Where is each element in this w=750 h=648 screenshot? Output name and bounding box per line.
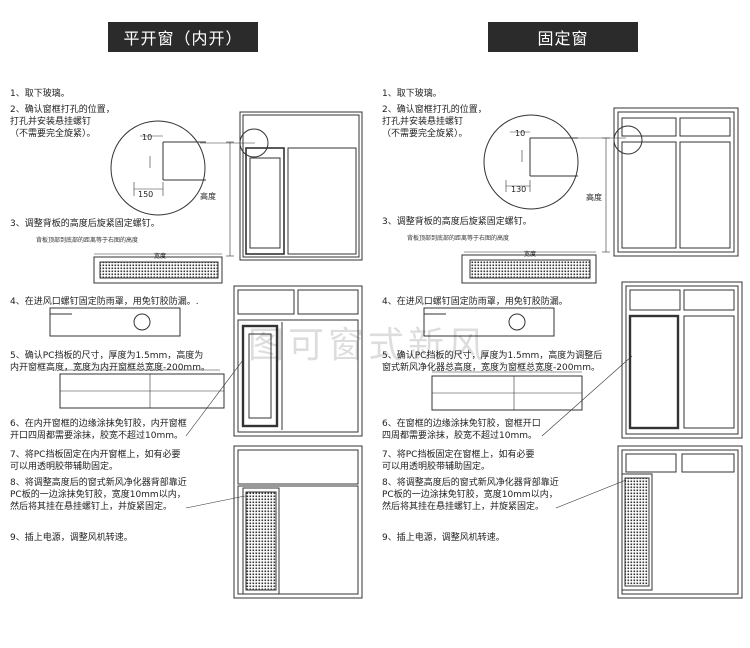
left-step-9: 9、插上电源，调整风机转速。 bbox=[10, 533, 133, 543]
right-purifier bbox=[621, 473, 653, 591]
right-backplate bbox=[461, 254, 597, 284]
right-step-5: 5、确认PC挡板的尺寸，厚度为1.5mm，高度为调整后 窗式新风净化器总高度，宽… bbox=[382, 351, 603, 373]
right-backplate-note: 背板顶部到底部的距离等于右图的高度 bbox=[407, 235, 510, 242]
left-dim-side: 150 bbox=[138, 190, 153, 199]
right-step-7: 7、将PC挡板固定在窗框上，如有必要 可以用透明胶带辅助固定。 bbox=[382, 450, 535, 472]
left-step-8: 8、将调整高度后的窗式新风净化器背部靠近 PC板的一边涂抹免钉胶，宽度10mm以… bbox=[10, 478, 187, 512]
left-backplate-note: 背板顶部到底部的距离等于右图的高度 bbox=[36, 237, 139, 244]
header-casement-window: 平开窗（内开） bbox=[108, 22, 258, 52]
watermark: 图可窗式新风 bbox=[248, 325, 489, 366]
left-window-frame-3 bbox=[233, 445, 363, 599]
right-dim-side: 130 bbox=[511, 185, 526, 194]
right-step-9: 9、插上电源，调整风机转速。 bbox=[382, 533, 505, 543]
right-window-frame-3 bbox=[617, 445, 743, 599]
left-detail-magnifier bbox=[110, 120, 206, 216]
left-step-5: 5、确认PC挡板的尺寸，厚度为1.5mm，高度为 内开窗框高度，宽度为内开窗框总… bbox=[10, 351, 210, 373]
right-window-frame-2 bbox=[621, 281, 743, 439]
right-step-2: 2、确认窗框打孔的位置， 打孔并安装悬挂螺钉 （不需要完全旋紧）。 bbox=[382, 105, 487, 139]
left-width-label: 宽度 bbox=[154, 252, 166, 260]
header-fixed-window: 固定窗 bbox=[488, 22, 638, 52]
right-height-label: 高度 bbox=[586, 192, 602, 202]
right-step-1: 1、取下玻璃。 bbox=[382, 89, 442, 99]
left-rain-cover bbox=[49, 307, 181, 337]
left-step-6: 6、在内开窗框的边缘涂抹免钉胶，内开窗框 开口四周都需要涂抹，胶宽不超过10mm… bbox=[10, 419, 187, 441]
right-detail-magnifier bbox=[483, 114, 579, 210]
right-step-6: 6、在窗框的边缘涂抹免钉胶，窗框开口 四周都需要涂抹，胶宽不超过10mm。 bbox=[382, 419, 541, 441]
left-step-1: 1、取下玻璃。 bbox=[10, 89, 70, 99]
left-step-2: 2、确认窗框打孔的位置， 打孔并安装悬挂螺钉 （不需要完全旋紧）。 bbox=[10, 105, 115, 139]
left-backplate bbox=[93, 256, 223, 284]
right-rain-cover bbox=[423, 307, 555, 337]
right-dim-top: 10 bbox=[515, 129, 525, 138]
right-step-3: 3、调整背板的高度后旋紧固定螺钉。 bbox=[382, 217, 532, 227]
left-window-frame-1 bbox=[239, 111, 363, 261]
right-step-8: 8、将调整高度后的窗式新风净化器背部靠近 PC板的一边涂抹免钉胶，宽度10mm以… bbox=[382, 478, 559, 512]
right-step-4: 4、在进风口螺钉固定防雨罩，用免钉胶防漏。 bbox=[382, 297, 568, 307]
left-window-frame-2 bbox=[233, 285, 363, 437]
left-step-3: 3、调整背板的高度后旋紧固定螺钉。 bbox=[10, 219, 160, 229]
left-step-7: 7、将PC挡板固定在内开窗框上，如有必要 可以用透明胶带辅助固定。 bbox=[10, 450, 181, 472]
left-step-4: 4、在进风口螺钉固定防雨罩，用免钉胶防漏。. bbox=[10, 297, 199, 307]
right-width-label: 宽度 bbox=[524, 250, 536, 258]
left-purifier bbox=[242, 487, 280, 595]
left-height-label: 高度 bbox=[200, 191, 216, 201]
left-dim-top: 10 bbox=[142, 133, 152, 142]
right-window-frame-1 bbox=[613, 107, 739, 257]
